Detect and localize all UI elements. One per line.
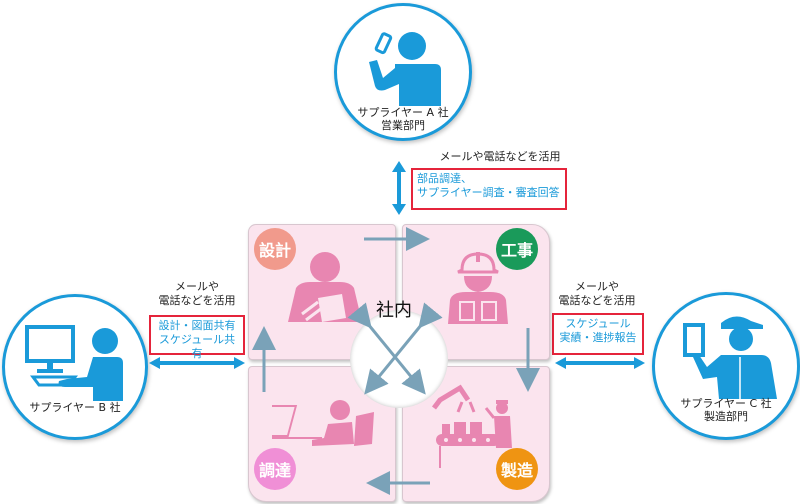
badge-procurement: 調達 xyxy=(254,448,296,490)
person-at-laptop-icon xyxy=(272,400,374,446)
link-c-content-box: スケジュール 実績・進捗報告 xyxy=(552,313,644,355)
double-arrow-vertical-icon xyxy=(392,161,406,215)
person-on-phone-icon xyxy=(369,32,441,106)
double-arrow-horizontal-icon xyxy=(149,357,245,369)
link-a-method: メールや電話などを活用 xyxy=(439,150,561,163)
link-b-content-line2: スケジュール共有 xyxy=(158,333,236,360)
link-c-method-line2: 電話などを活用 xyxy=(558,294,636,307)
link-b-method-line2: 電話などを活用 xyxy=(158,294,236,307)
link-b-content-box: 設計・図面共有 スケジュール共有 xyxy=(149,315,245,360)
supplier-b-circle: サプライヤー B 社 xyxy=(2,294,148,440)
link-c-method: メールや 電話などを活用 xyxy=(550,280,644,308)
link-b-content-line1: 設計・図面共有 xyxy=(158,319,236,332)
link-b-method-line1: メールや xyxy=(175,280,219,293)
supplier-a-dept: 営業部門 xyxy=(381,119,425,132)
supplier-a-name: サプライヤー A 社 xyxy=(357,106,449,119)
badge-manufacturing: 製造 xyxy=(496,448,538,490)
badge-design: 設計 xyxy=(254,228,296,270)
supplier-b-name: サプライヤー B 社 xyxy=(29,401,121,414)
factory-line-icon xyxy=(432,384,512,468)
supplier-c-circle: サプライヤー C 社 製造部門 xyxy=(652,292,800,440)
link-a-content-box: 部品調達、 サプライヤー調査・審査回答 xyxy=(411,168,567,210)
link-c-method-line1: メールや xyxy=(575,280,619,293)
worker-with-tablet-icon xyxy=(683,316,777,399)
cross-arrow-2 xyxy=(364,302,443,395)
person-at-computer-icon xyxy=(25,325,123,401)
person-with-tablet-icon xyxy=(288,252,362,322)
link-a-content-line1: 部品調達、 xyxy=(417,172,472,185)
link-b-method: メールや 電話などを活用 xyxy=(150,280,244,308)
flow-arrows xyxy=(252,227,540,495)
link-c-content-line2: 実績・進捗報告 xyxy=(559,331,637,344)
supplier-a-circle: サプライヤー A 社 営業部門 xyxy=(334,3,472,141)
worker-with-helmet-icon xyxy=(448,252,508,324)
link-c-content-line1: スケジュール xyxy=(565,317,631,330)
supplier-c-dept: 製造部門 xyxy=(704,410,748,423)
double-arrow-horizontal-icon xyxy=(555,357,645,369)
supplier-c-name: サプライヤー C 社 xyxy=(680,397,772,410)
badge-construction: 工事 xyxy=(496,228,538,270)
link-a-content-line2: サプライヤー調査・審査回答 xyxy=(417,186,560,199)
